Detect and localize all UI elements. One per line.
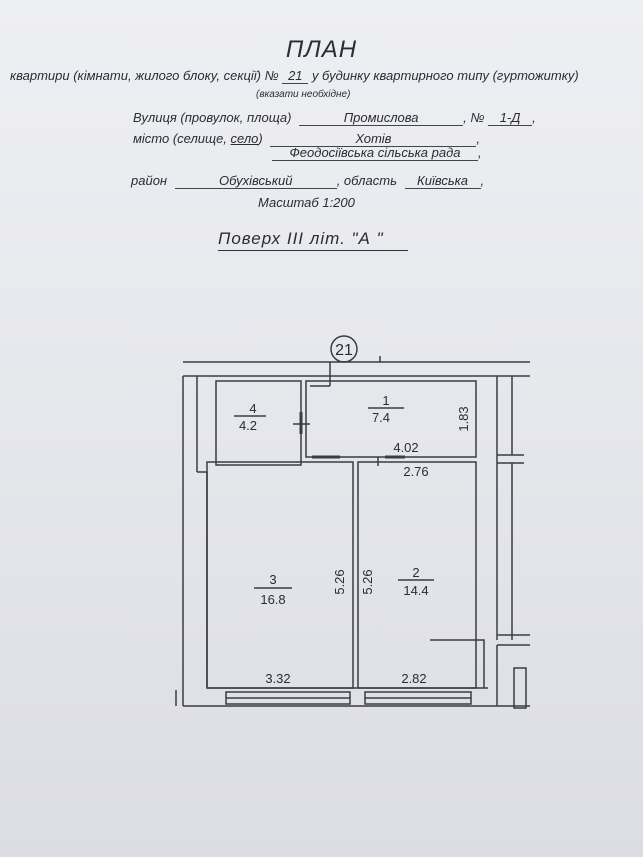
axis-marker-label: 21 (335, 342, 353, 359)
street-label: Вулиця (провулок, площа) (133, 110, 292, 125)
room-3-walls (206, 461, 354, 689)
document-title: ПЛАН (285, 36, 358, 63)
room-3-area: 16.8 (260, 592, 285, 607)
apartment-number: 21 (282, 68, 309, 84)
dim-room2-bottom-width: 2.82 (401, 671, 426, 686)
dim-room3-width: 3.32 (265, 671, 290, 686)
subject-suffix: у будинку квартирного типу (гуртожитку) (311, 68, 579, 83)
floor-text: Поверх III літ. "А " (218, 229, 384, 248)
room-1-number: 1 (382, 393, 389, 408)
district-row-comma: , (480, 173, 485, 188)
room-1-walls (305, 380, 477, 458)
region-label: , область (336, 173, 397, 188)
city-label-end: ) (258, 131, 263, 146)
floor-underline (218, 250, 408, 251)
street-row-comma: , (532, 110, 536, 125)
city-row: місто (селище, село) Хотів, (133, 131, 480, 147)
subject-prefix: квартири (кімнати, жилого блоку, секції)… (10, 68, 279, 83)
council-row: Феодосіївська сільська рада, (272, 145, 482, 161)
dim-room2-width: 2.76 (403, 464, 428, 479)
dim-corridor-length: 4.02 (393, 440, 418, 455)
number-label: , № (463, 110, 485, 125)
floor-label: Поверх III літ. "А " (218, 229, 408, 251)
room-2-walls (357, 461, 477, 689)
room-2-area: 14.4 (403, 583, 428, 598)
dim-corridor-width: 1.83 (456, 406, 471, 431)
city-value: Хотів (270, 131, 477, 147)
city-label: місто (селище, (133, 131, 227, 146)
district-label: район (131, 173, 168, 188)
street-value: Промислова (299, 110, 464, 126)
district-row: район Обухівський, область Київська, (131, 173, 484, 189)
council-row-comma: , (478, 145, 482, 160)
room-3-number: 3 (269, 572, 276, 587)
street-row: Вулиця (провулок, площа) Промислова, № 1… (133, 110, 536, 126)
room-2-niche (430, 639, 485, 688)
dim-room3-depth: 5.26 (332, 569, 347, 594)
house-number: 1-Д (488, 110, 533, 126)
room-2-number: 2 (412, 565, 419, 580)
subject-hint: (вказати необхідне) (256, 89, 351, 100)
room-4-walls (215, 380, 302, 466)
room-4-area: 4.2 (239, 418, 257, 433)
axis-marker-circle (330, 335, 358, 363)
room-4-number: 4 (249, 401, 256, 416)
room-1-area: 7.4 (372, 410, 390, 425)
city-row-comma: , (476, 131, 481, 146)
scale-label: Масштаб 1:200 (258, 195, 355, 210)
dim-room2-depth: 5.26 (360, 569, 375, 594)
council-value: Феодосіївська сільська рада (272, 145, 478, 161)
window-right (513, 667, 527, 709)
city-label-selected: село (230, 131, 259, 146)
subject-line: квартири (кімнати, жилого блоку, секції)… (10, 68, 579, 84)
district-value: Обухівський (174, 173, 337, 189)
region-value: Київська (404, 173, 481, 189)
